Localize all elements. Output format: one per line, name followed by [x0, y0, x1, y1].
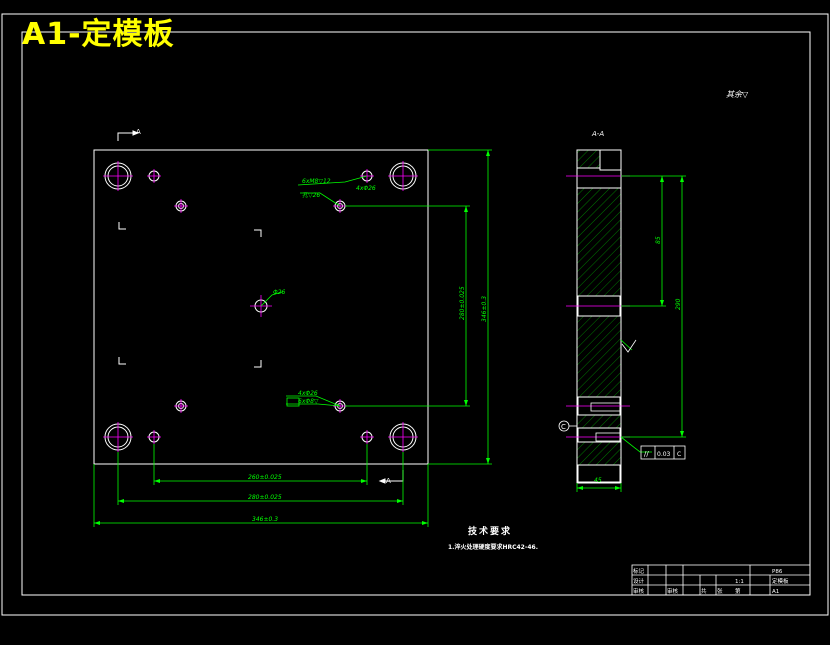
dim-right-overall: 346±0.3 — [481, 296, 488, 322]
note-hole-depth: 孔▽26 — [302, 192, 320, 199]
title-block-cell: 审核 — [633, 587, 645, 595]
title-block-cell: A1 — [772, 589, 779, 595]
title-block-cell: 1:1 — [735, 579, 744, 585]
dim-section-upper: 85 — [655, 236, 662, 244]
tolerance-symbol: // — [644, 450, 649, 458]
note-side-hole-depth: 6xΦ8▽ — [298, 398, 319, 405]
title-block-cell: 审核 — [667, 587, 679, 595]
title-block-cell: 第 — [735, 587, 741, 595]
inner-frame — [21, 31, 811, 596]
drawing-title: A1-定模板 — [22, 17, 175, 52]
section-arrow-bottom — [378, 470, 404, 484]
dimension-arrows — [94, 150, 490, 525]
plate-front-view: A A — [93, 128, 429, 485]
dim-right-inner: 280±0.025 — [459, 286, 466, 320]
plate-outline — [93, 149, 429, 465]
outer-frame — [1, 13, 829, 616]
dim-spacing-inner: 260±0.025 — [248, 474, 282, 481]
datum-label: C — [561, 423, 566, 431]
title-block-cell: 张 — [717, 587, 723, 595]
guide-hole-bottom-left — [103, 422, 133, 452]
section-marker-bottom: A — [386, 477, 391, 485]
note-side-hole-frame — [286, 397, 300, 407]
section-dimensions — [576, 175, 686, 492]
dim-section-full: 290 — [675, 298, 682, 310]
dim-overall-width: 346±0.3 — [252, 516, 278, 523]
guide-hole-top-right — [388, 161, 418, 191]
small-hole-3 — [174, 199, 188, 213]
title-block — [631, 564, 811, 596]
guide-hole-bottom-right — [388, 422, 418, 452]
section-arrows — [577, 176, 684, 490]
title-block-cell: 共 — [701, 587, 707, 595]
section-marker-top: A — [136, 128, 141, 136]
section-label: A-A — [591, 130, 604, 138]
small-hole-7 — [147, 430, 161, 444]
title-block-cell: P86 — [772, 569, 783, 575]
datum-marker — [558, 420, 577, 432]
tolerance-datum: C — [677, 451, 681, 458]
note-side-hole: 4xΦ26 — [298, 390, 318, 397]
roughness-note: 其余▽ — [726, 90, 749, 99]
cavity-corner-marks — [118, 222, 262, 368]
dim-spacing-mid: 280±0.025 — [248, 494, 282, 501]
title-block-cell: 设计 — [633, 577, 645, 585]
note-center-hole: Φ26 — [273, 289, 286, 296]
roughness-symbol — [621, 339, 637, 353]
section-arrow-top — [117, 130, 140, 141]
note-hole-4x: 4xΦ26 — [356, 185, 376, 192]
small-hole-8 — [360, 430, 374, 444]
small-hole-1 — [147, 169, 161, 183]
title-block-cell: 标记 — [633, 567, 645, 575]
tech-requirements-note: 1.淬火处理硬度要求HRC42-46. — [448, 544, 538, 551]
tolerance-value: 0.03 — [657, 451, 671, 458]
tolerance-frame — [640, 445, 686, 460]
note-hole-6x: 6xM8▽12 — [302, 178, 331, 185]
dim-section-thickness: 45 — [594, 477, 602, 484]
guide-hole-top-left — [103, 161, 133, 191]
title-block-cell: 定模板 — [772, 577, 789, 585]
front-dimensions — [93, 149, 492, 527]
tech-requirements-title: 技术要求 — [468, 527, 513, 537]
small-hole-5 — [174, 399, 188, 413]
section-view — [566, 149, 630, 484]
